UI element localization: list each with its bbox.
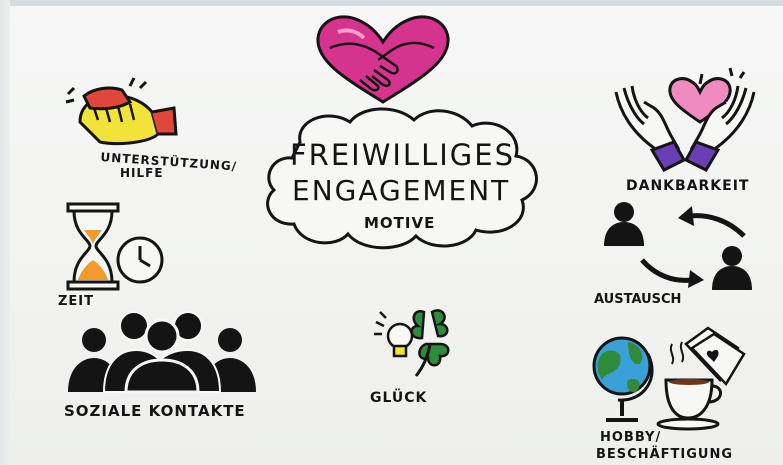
label-austausch: AUSTAUSCH (594, 292, 682, 307)
title-cloud (266, 107, 538, 250)
label-dankbarkeit: DANKBARKEIT (626, 178, 750, 194)
globe-cards-coffee-icon (592, 326, 746, 431)
title-line1: FREIWILLIGES (290, 138, 516, 172)
handshake-heart-icon (316, 15, 450, 104)
hourglass-clock-icon (66, 202, 164, 291)
label-soziale-kontakte: SOZIALE KONTAKTE (64, 402, 246, 420)
top-edge (0, 0, 783, 6)
label-zeit: ZEIT (58, 294, 95, 309)
hands-heart-icon (614, 67, 756, 172)
title-line2: ENGAGEMENT (292, 174, 511, 207)
label-unterstuetzung-line2: HILFE (120, 166, 164, 180)
exchange-people-icon (604, 202, 752, 290)
label-hobby-line2: BESCHÄFTIGUNG (596, 447, 733, 462)
people-group-icon (68, 311, 256, 394)
label-hobby-line1: HOBBY/ (600, 430, 662, 445)
title-subtitle: MOTIVE (364, 214, 436, 232)
left-edge (0, 0, 10, 465)
handshake-icon (65, 77, 178, 146)
label-glueck: GLÜCK (370, 390, 428, 406)
lightbulb-clover-icon (374, 309, 450, 377)
